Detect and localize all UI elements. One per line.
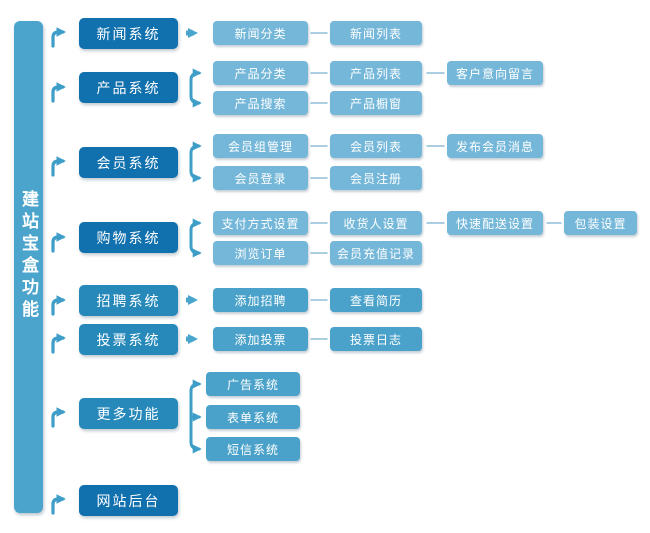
branch-arrow-icon (51, 333, 66, 354)
branch-arrow-icon (51, 27, 66, 48)
fork-connector-icon (189, 160, 202, 183)
bar-branch-arrows (51, 27, 66, 515)
node-form-system: 表单系统 (206, 405, 300, 429)
node-product-search: 产品搜索 (213, 91, 308, 115)
root-node-label: 建站宝盒功能 (18, 190, 38, 322)
node-member-login: 会员登录 (213, 166, 308, 190)
flow-arrows (186, 28, 198, 344)
node-express-delivery-settings: 快速配送设置 (447, 211, 543, 235)
node-recruit-system: 招聘系统 (79, 285, 178, 316)
node-product-list: 产品列表 (330, 61, 422, 85)
branch-arrow-icon (51, 156, 66, 177)
node-view-resumes: 查看简历 (330, 288, 422, 312)
fork-connector-icon (189, 141, 202, 164)
node-browse-orders: 浏览订单 (213, 241, 308, 265)
node-member-system: 会员系统 (79, 147, 178, 178)
node-member-register: 会员注册 (330, 166, 422, 190)
node-consignee-settings: 收货人设置 (330, 211, 422, 235)
fork-connector-icon (189, 236, 202, 258)
node-publish-member-message: 发布会员消息 (447, 134, 543, 158)
node-site-backend: 网站后台 (79, 485, 178, 516)
node-news-category: 新闻分类 (213, 21, 308, 45)
node-product-system: 产品系统 (79, 72, 178, 103)
branch-arrow-icon (51, 232, 66, 253)
fork-connector-icon (189, 86, 202, 108)
node-payment-method-settings: 支付方式设置 (213, 211, 308, 235)
branch-arrow-icon (51, 407, 66, 428)
node-product-category: 产品分类 (213, 61, 308, 85)
branch-arrow-icon (51, 494, 66, 515)
node-sms-system: 短信系统 (206, 437, 300, 461)
node-more-features: 更多功能 (79, 398, 178, 429)
branch-arrow-icon (51, 82, 66, 103)
node-member-list: 会员列表 (330, 134, 422, 158)
node-news-system: 新闻系统 (79, 18, 178, 49)
node-vote-system: 投票系统 (79, 324, 178, 355)
fork-connector-icon (189, 415, 202, 454)
node-product-showcase: 产品橱窗 (330, 91, 422, 115)
node-news-list: 新闻列表 (330, 21, 422, 45)
fork-connectors (189, 68, 202, 454)
branch-arrow-icon (51, 295, 66, 316)
node-member-group-mgmt: 会员组管理 (213, 134, 308, 158)
fork-connector-icon (189, 379, 202, 419)
root-node: 建站宝盒功能 (14, 21, 43, 513)
node-packaging-settings: 包装设置 (564, 211, 637, 235)
node-shopping-system: 购物系统 (79, 222, 178, 253)
node-add-recruitment: 添加招聘 (213, 288, 308, 312)
node-vote-log: 投票日志 (330, 327, 422, 351)
fork-connector-icon (189, 218, 202, 240)
node-member-recharge-records: 会员充值记录 (330, 241, 422, 265)
node-customer-intent-message: 客户意向留言 (447, 61, 543, 85)
node-ad-system: 广告系统 (206, 372, 300, 396)
node-add-vote: 添加投票 (213, 327, 308, 351)
fork-connector-icon (189, 68, 202, 90)
link-lines (310, 32, 562, 340)
